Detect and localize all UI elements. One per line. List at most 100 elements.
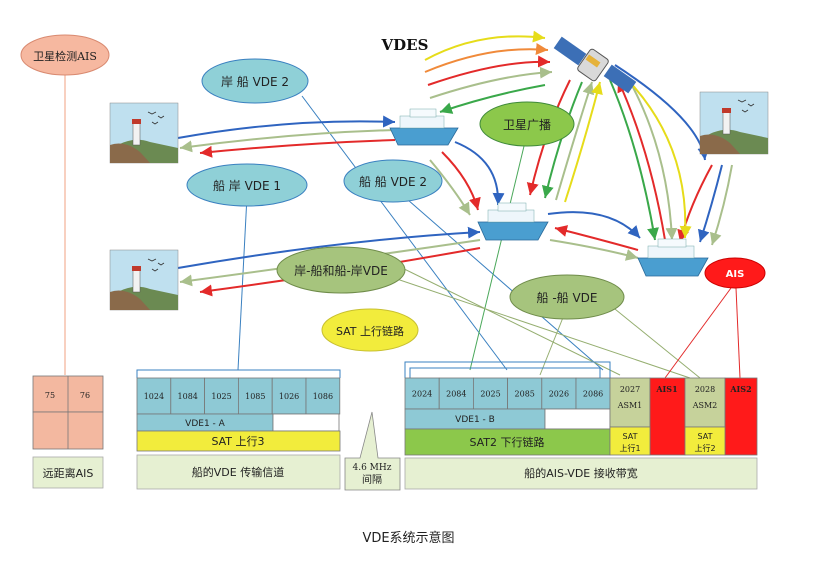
asm2-label: ASM2 (692, 401, 718, 410)
arrow-shore3-ship3-sage (710, 164, 733, 246)
asm2-number: 2028 (695, 385, 715, 394)
right-channel-cell (541, 377, 577, 410)
right-channel-cell (472, 377, 508, 410)
ellipse-sat-detect-ais: 卫星检测AIS (20, 34, 110, 76)
left-channel-row: 1024 1084 1025 1085 1026 1086 (136, 377, 341, 415)
left-channel-cell (237, 377, 273, 415)
arrow-sat-ship3-yellow (619, 71, 692, 239)
sat-up2-line2: 上行2 (694, 443, 715, 453)
left-vde-label: VDE1 - A (185, 419, 225, 429)
right-sat-label: SAT2 下行链路 (469, 435, 544, 449)
ais-connector-2 (735, 287, 741, 379)
left-sat-label: SAT 上行3 (211, 435, 264, 448)
sat-up1-line1: SAT (623, 432, 638, 441)
ellipse-sat-uplink: SAT 上行链路 (321, 308, 419, 352)
arrow-to-satellite-1 (424, 30, 546, 61)
shore-ship-both-connector-1 (389, 261, 621, 376)
arrow-ship1-shore1 (179, 129, 396, 153)
ais1-cell (649, 377, 686, 456)
left-channel-label: 1025 (211, 392, 231, 401)
right-channel-label: 2026 (549, 390, 569, 399)
left-band-footer: 船的VDE 传输信道 (192, 465, 284, 479)
shore-station-icon-3 (699, 91, 769, 155)
right-channel-label: 2085 (515, 390, 535, 399)
ellipse-shore-ship-vde2: 岸 船 VDE 2 (201, 58, 309, 104)
arrow-to-satellite-2 (424, 42, 549, 73)
gap-callout: 4.6 MHz 间隔 (344, 411, 401, 491)
left-channel-cell (305, 377, 341, 415)
left-channel-label: 1085 (245, 392, 265, 401)
satellite-icon (553, 36, 637, 94)
ellipse-shore-ship-both-vde: 岸-船和船-岸VDE (276, 246, 406, 294)
ship-ship2-connector (399, 192, 604, 371)
ellipse-ship-ship2-label: 船 船 VDE 2 (359, 175, 427, 189)
arrow-ship3-sat-red (617, 79, 666, 241)
far-ais-cell-75: 75 (45, 391, 55, 400)
ellipse-ship-shore-vde1: 船 岸 VDE 1 (186, 163, 308, 207)
arrow-ship2-sat-sage (555, 81, 595, 201)
ais1-label: AIS1 (655, 384, 677, 394)
arrow-to-satellite-4 (429, 66, 553, 99)
far-ais-cell-76: 76 (80, 391, 90, 400)
ais-connector-1 (664, 287, 732, 379)
ship-icon-2 (477, 202, 549, 241)
ellipse-ais: AIS (704, 257, 766, 289)
arrow-shore3-ship3 (697, 164, 723, 243)
arrow-ship2-ship3 (547, 211, 641, 239)
shore-ship-both-connector-2 (384, 274, 691, 379)
left-channel-label: 1024 (144, 392, 164, 401)
arrow-shore1-ship1 (177, 115, 396, 139)
arrow-sat-ship3-sage (627, 77, 678, 241)
ellipse-shore-ship-label: 岸 船 VDE 2 (221, 75, 289, 89)
ship-icon-1 (389, 108, 459, 146)
shore-station-icon-2 (109, 249, 179, 311)
ellipse-shore-ship-both-label: 岸-船和船-岸VDE (294, 264, 388, 278)
asm1-cell (609, 377, 651, 428)
right-vde-label: VDE1 - B (455, 415, 495, 425)
left-band: 1024 1084 1025 1085 1026 1086 VDE1 - A SAT 上行… (136, 377, 341, 490)
page-title: VDES (381, 36, 429, 54)
arrow-ship1-ship2-red (441, 151, 481, 211)
left-channel-cell (170, 377, 206, 415)
ship-shore-connector (237, 195, 248, 371)
ellipse-ship-ship-vde: 船 -船 VDE (509, 274, 625, 320)
arrow-ship1-ship2-sage (429, 159, 471, 216)
far-ais-label: 远距离AIS (43, 466, 94, 480)
arrow-ship1-ship2 (454, 141, 505, 206)
arrow-ship1-shore1-red (199, 139, 396, 158)
link-arrows (177, 30, 733, 297)
sat-up1-cell (609, 426, 651, 456)
right-channel-cell (438, 377, 474, 410)
arrow-ship2-ship3-sage (549, 239, 639, 261)
gap-value: 4.6 MHz (353, 463, 392, 473)
ship-icon-3 (637, 238, 709, 277)
far-ais-block: 75 76 远距离AIS (32, 375, 104, 489)
figure-caption: VDE系统示意图 (362, 531, 455, 546)
ellipse-sat-broadcast-label: 卫星广播 (503, 118, 551, 132)
sat-up2-line1: SAT (698, 432, 713, 441)
right-channel-cell (404, 377, 440, 410)
right-channel-label: 2024 (412, 390, 432, 399)
left-channel-label: 1026 (279, 392, 299, 401)
ellipse-sat-broadcast: 卫星广播 (479, 101, 575, 147)
right-channel-label: 2084 (446, 390, 466, 399)
right-band-footer: 船的AIS-VDE 接收带宽 (524, 466, 638, 480)
arrow-to-satellite-3 (427, 55, 551, 86)
left-channel-label: 1086 (313, 392, 333, 401)
arrow-ship3-ship2 (554, 225, 639, 251)
ellipse-ship-ship-vde2: 船 船 VDE 2 (343, 159, 443, 203)
sat-up1-line2: 上行1 (619, 443, 640, 453)
ellipse-sat-detect-label: 卫星检测AIS (33, 49, 97, 63)
asm1-number: 2027 (620, 385, 640, 394)
right-channel-label: 2086 (583, 390, 603, 399)
ellipse-ship-ship-label: 船 -船 VDE (537, 291, 598, 305)
arrow-from-satellite-ship1 (439, 84, 546, 114)
ais2-cell (724, 377, 758, 456)
arrow-sat-ship3-green (609, 79, 659, 241)
gap-label: 间隔 (362, 473, 382, 486)
left-channel-label: 1084 (178, 392, 198, 401)
arrow-ship2-sat-yellow (564, 81, 603, 203)
ellipse-ship-shore-label: 船 岸 VDE 1 (213, 179, 281, 193)
